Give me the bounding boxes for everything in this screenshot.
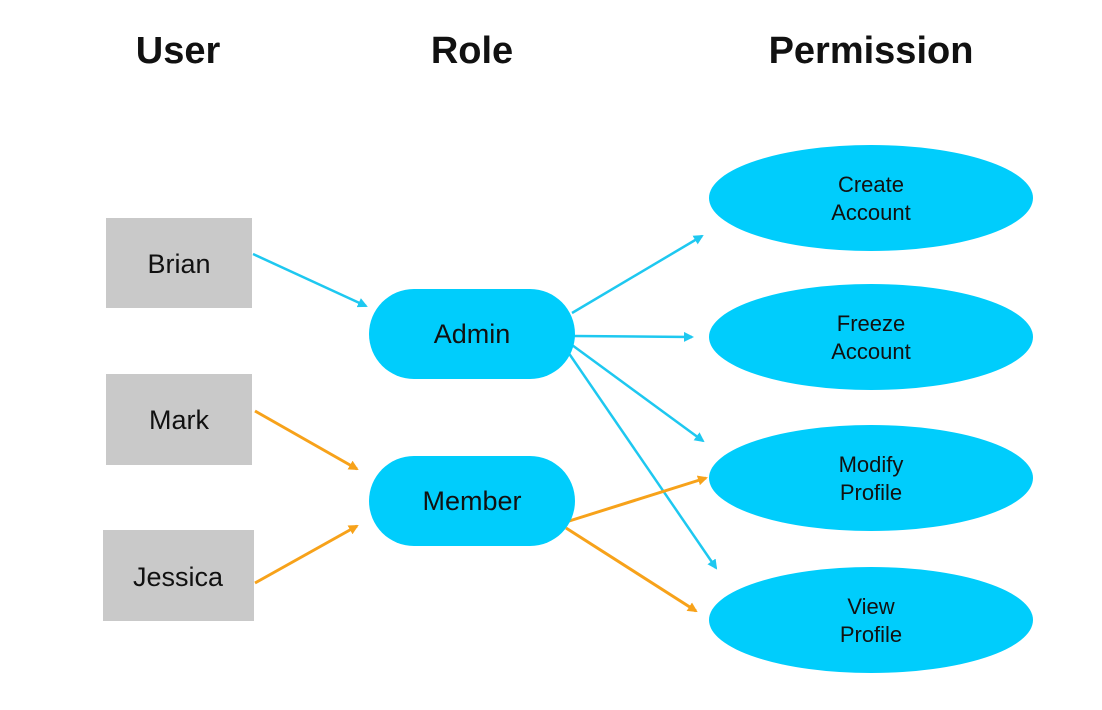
user-box (103, 530, 254, 621)
permission-node-view-profile: View Profile (709, 567, 1033, 673)
permission-node-modify-profile: Modify Profile (709, 425, 1033, 531)
edge-member-modify-profile (565, 475, 708, 524)
role-node-member: Member (369, 456, 575, 546)
permission-ellipse (709, 425, 1033, 531)
permission-label: Account (831, 339, 911, 364)
user-label: Jessica (133, 562, 224, 592)
role-label: Admin (434, 319, 511, 349)
user-box (106, 218, 252, 308)
permission-node-freeze-account: Freeze Account (709, 284, 1033, 390)
user-node-brian: Brian (106, 218, 252, 308)
edge-jessica-member (254, 524, 359, 585)
user-label: Mark (149, 405, 209, 435)
permission-label: View (847, 594, 894, 619)
edge-admin-modify-profile (571, 343, 705, 443)
permission-column-header: Permission (769, 30, 974, 72)
permission-label: Profile (840, 480, 902, 505)
permission-label: Modify (839, 452, 904, 477)
permission-ellipse (709, 567, 1033, 673)
user-node-jessica: Jessica (103, 530, 254, 621)
edge-member-view-profile (565, 526, 698, 613)
edge-admin-create-account (571, 234, 704, 315)
permission-label: Account (831, 200, 911, 225)
user-box (106, 374, 252, 465)
role-node-admin: Admin (369, 289, 575, 379)
permission-ellipse (709, 284, 1033, 390)
permission-ellipse (709, 145, 1033, 251)
edge-mark-member (254, 409, 359, 471)
role-pill (369, 289, 575, 379)
permission-label: Profile (840, 622, 902, 647)
role-label: Member (422, 486, 521, 516)
edge-admin-freeze-account (573, 331, 694, 342)
user-node-mark: Mark (106, 374, 252, 465)
edge-admin-view-profile (566, 351, 718, 570)
permission-node-create-account: Create Account (709, 145, 1033, 251)
user-column-header: User (136, 30, 221, 72)
role-pill (369, 456, 575, 546)
permission-label: Freeze (837, 311, 905, 336)
edge-brian-admin (252, 252, 368, 308)
role-column-header: Role (431, 30, 513, 72)
user-label: Brian (147, 249, 210, 279)
permission-label: Create (838, 172, 904, 197)
